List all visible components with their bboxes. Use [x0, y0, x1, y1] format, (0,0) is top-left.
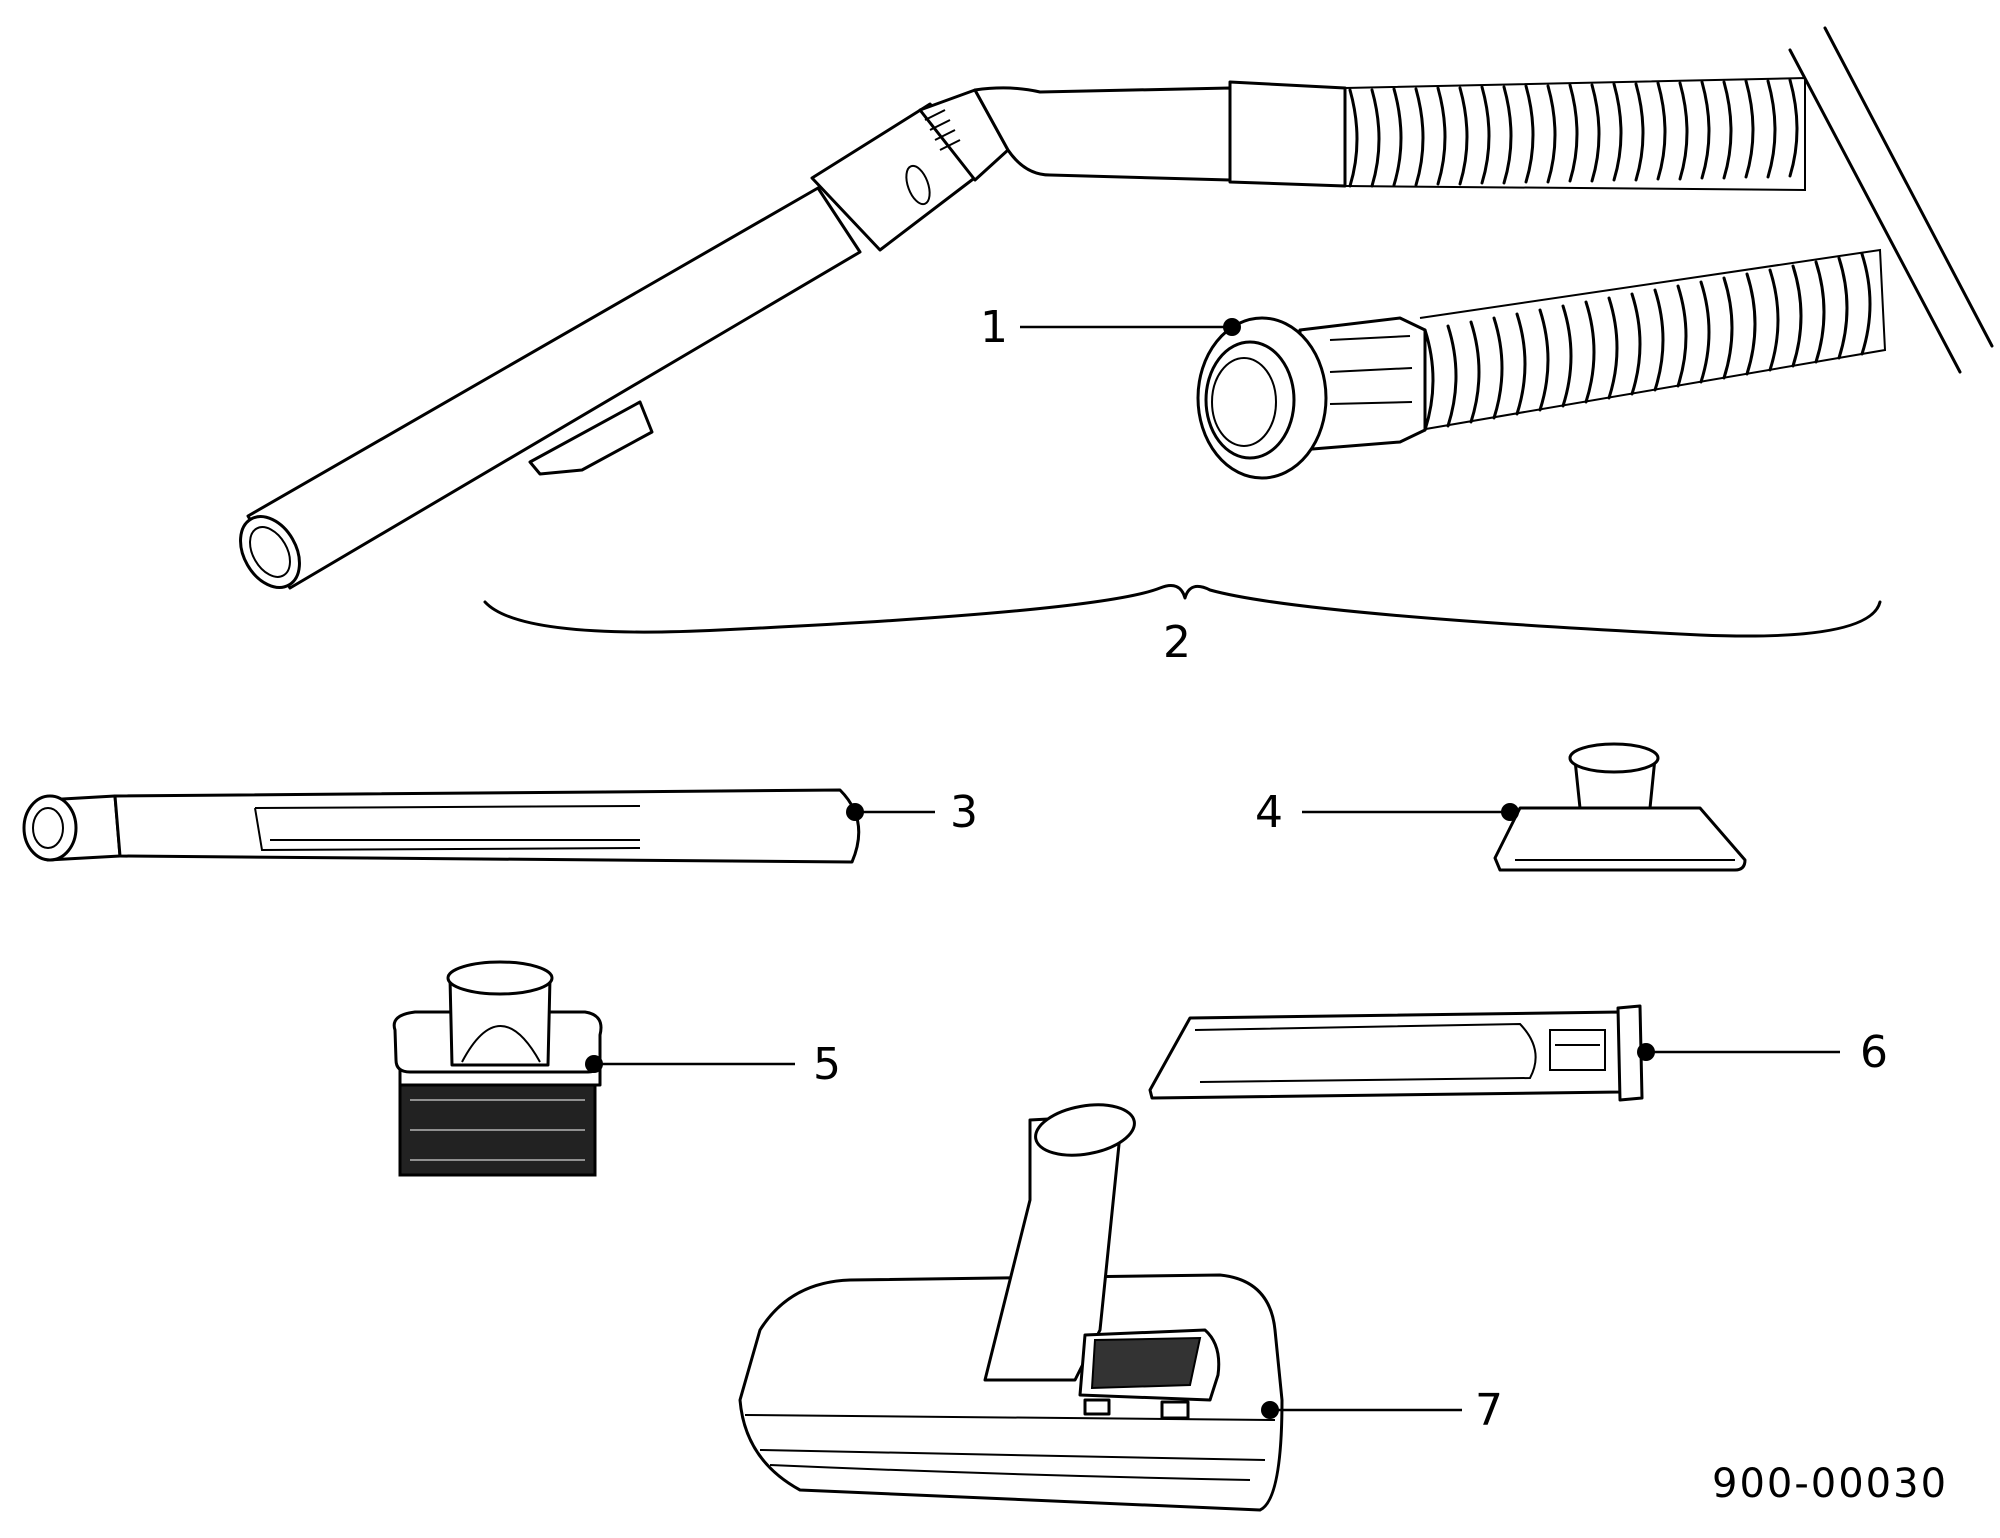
- upper-hose-corrugation: [1348, 78, 1799, 188]
- callout-leaders: [585, 318, 1840, 1419]
- wand-handle-assembly: [239, 76, 1806, 590]
- upholstery-nozzle-part: [1493, 742, 1747, 872]
- callout-5: 5: [813, 1039, 841, 1090]
- callout-1: 1: [980, 302, 1008, 353]
- dusting-brush-part: [392, 960, 603, 1177]
- callout-3: 3: [950, 787, 978, 838]
- hose-end-part: [1196, 248, 1887, 480]
- extension-tube-part: [22, 788, 861, 864]
- drawing-number: 900-00030: [1712, 1461, 1948, 1507]
- group-brace: [483, 584, 1882, 638]
- callout-7: 7: [1475, 1385, 1503, 1436]
- crevice-tool-part: [1148, 1004, 1644, 1102]
- break-lines: [1788, 26, 1994, 374]
- callout-6: 6: [1860, 1027, 1888, 1078]
- floor-nozzle-part: [738, 1103, 1284, 1512]
- callout-2: 2: [1163, 617, 1191, 668]
- callout-4: 4: [1255, 787, 1283, 838]
